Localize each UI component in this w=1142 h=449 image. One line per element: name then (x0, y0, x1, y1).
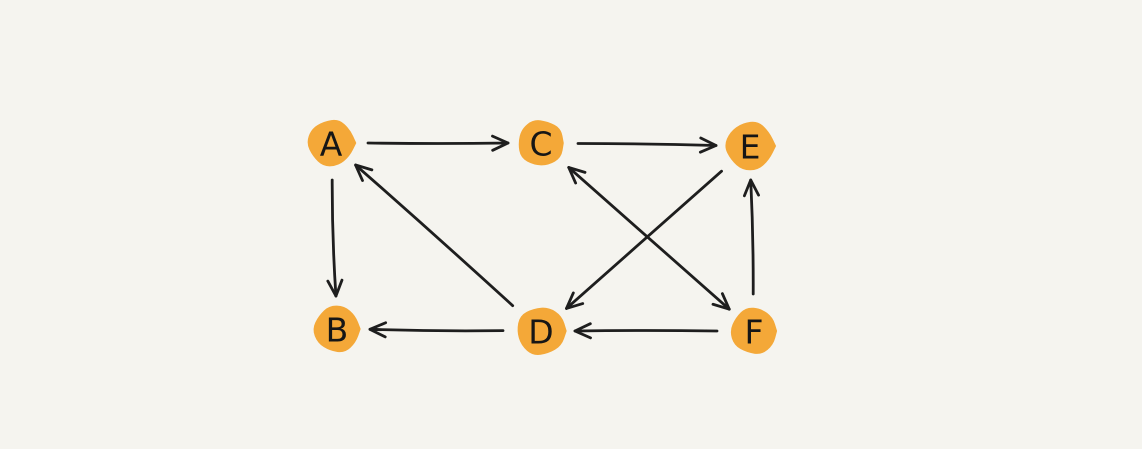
arrowhead (698, 136, 718, 154)
edge-C-E (576, 136, 718, 154)
arrowhead (711, 292, 731, 311)
edge-D-A (354, 163, 515, 308)
node-circle (307, 119, 357, 167)
arrowhead (742, 178, 760, 198)
arrowhead (354, 163, 374, 182)
edge-line (749, 178, 755, 296)
edge-A-C (366, 134, 510, 152)
node-F: F (730, 307, 778, 354)
edge-layer (326, 134, 760, 340)
node-layer: A B C D E F (307, 119, 778, 355)
node-circle (725, 121, 777, 171)
node-label: A (320, 125, 343, 164)
edge-line (368, 327, 505, 333)
edge-line (576, 142, 718, 147)
node-E: E (725, 121, 777, 171)
node-circle (730, 307, 778, 354)
arrowhead (567, 166, 587, 185)
arrowhead (565, 291, 585, 310)
arrowhead (573, 322, 592, 340)
edge-E-D (565, 169, 723, 310)
node-B: B (313, 305, 361, 353)
node-label: C (529, 125, 552, 164)
node-label: F (745, 313, 764, 352)
edge-D-B (368, 321, 505, 339)
edge-line (573, 329, 719, 333)
node-label: E (740, 128, 761, 167)
edge-line (565, 169, 723, 310)
edge-line (567, 166, 731, 311)
node-D: D (517, 307, 567, 355)
arrowhead (326, 278, 344, 298)
arrowhead (368, 321, 388, 339)
edge-F-E (742, 178, 760, 296)
edge-C-F (567, 166, 731, 311)
node-label: B (326, 311, 349, 350)
edge-line (330, 178, 338, 298)
node-A: A (307, 119, 357, 167)
edge-line (354, 163, 515, 308)
node-label: D (528, 313, 553, 352)
node-circle (313, 305, 361, 353)
arrowhead (491, 134, 510, 152)
edge-A-B (326, 178, 344, 298)
node-C: C (518, 120, 564, 166)
node-circle (517, 307, 567, 355)
edge-F-D (573, 322, 719, 340)
edge-line (366, 141, 510, 145)
node-circle (518, 120, 564, 166)
